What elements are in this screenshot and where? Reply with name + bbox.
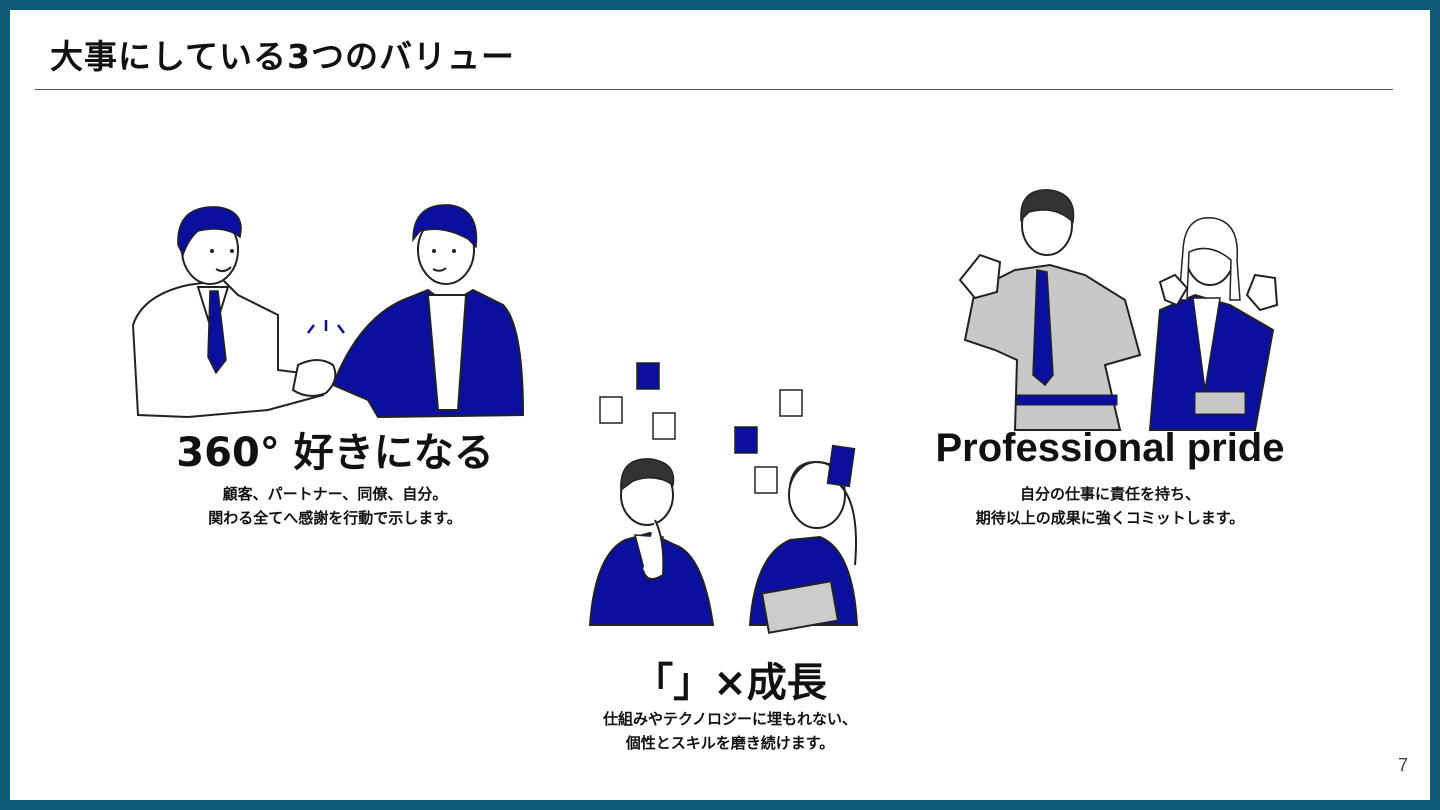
value-desc-line: 個性とスキルを磨き続けます。 <box>625 734 835 752</box>
value-heading-growth: 「」×成長 <box>633 660 827 706</box>
title-divider <box>35 89 1393 90</box>
proud-people-illustration <box>958 189 1279 431</box>
value-desc-growth: 仕組みやテクノロジーに埋もれない、 個性とスキルを磨き続けます。 <box>540 707 920 755</box>
value-heading-pride: Professional pride <box>935 426 1285 470</box>
value-heading-360: 360° 好きになる <box>176 430 494 476</box>
thinking-people-illustration <box>588 362 859 634</box>
value-desc-pride: 自分の仕事に責任を持ち、 期待以上の成果に強くコミットします。 <box>910 482 1310 530</box>
slide: 大事にしている3つのバリュー 360° 好きになる 顧客、パートナー、同僚、自分… <box>10 10 1430 800</box>
value-desc-line: 期待以上の成果に強くコミットします。 <box>975 509 1245 527</box>
value-desc-line: 自分の仕事に責任を持ち、 <box>1019 485 1200 503</box>
value-desc-line: 関わる全てへ感謝を行動で示します。 <box>208 509 462 527</box>
value-desc-line: 顧客、パートナー、同僚、自分。 <box>222 485 448 503</box>
value-desc-360: 顧客、パートナー、同僚、自分。 関わる全てへ感謝を行動で示します。 <box>140 482 530 530</box>
value-desc-line: 仕組みやテクノロジーに埋もれない、 <box>602 710 858 728</box>
slide-title: 大事にしている3つのバリュー <box>50 37 515 76</box>
handshake-illustration <box>131 204 525 419</box>
page-number: 7 <box>1397 755 1408 775</box>
